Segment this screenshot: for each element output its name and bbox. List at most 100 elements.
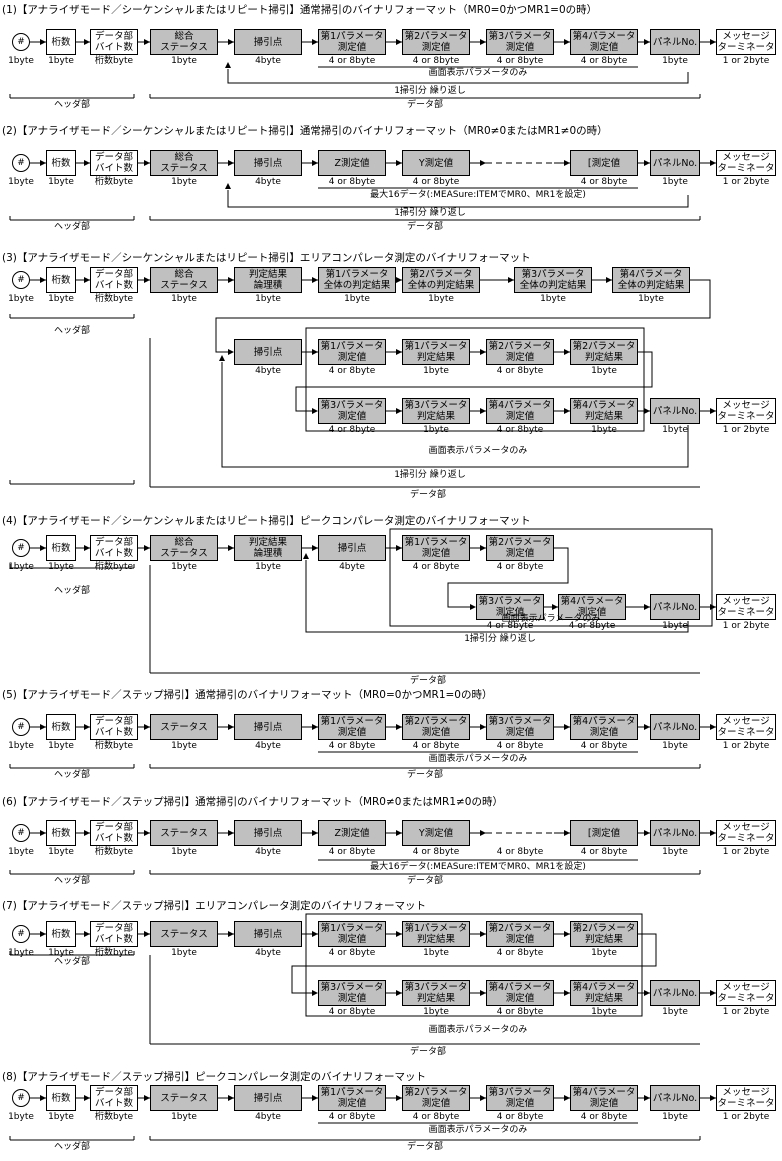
arrow-head: [480, 931, 486, 937]
arrow-head: [710, 830, 716, 836]
byte-size-label: 1byte: [48, 56, 74, 66]
data-field-box: 掃引点: [234, 1085, 302, 1111]
data-field-box: 第1パラメータ 判定結果: [402, 921, 470, 947]
arrow-head: [312, 39, 318, 45]
byte-size-label: 4 or 8byte: [412, 177, 460, 187]
byte-size-label: 4 or 8byte: [496, 366, 544, 376]
byte-size-label: 1 or 2byte: [722, 741, 770, 751]
loop-connector: [305, 560, 689, 633]
arrow-head: [144, 724, 150, 730]
arrow-head: [396, 990, 402, 996]
arrow-head: [564, 931, 570, 937]
data-field-box: 第1パラメータ 測定値: [318, 714, 386, 740]
header-field-box: データ部 バイト数: [90, 29, 138, 55]
byte-size-label: 4 or 8byte: [496, 562, 544, 572]
display-params-note: 画面表示パラメータのみ: [428, 754, 528, 764]
arrow-head: [396, 1095, 402, 1101]
header-part-label: ヘッダ部: [53, 100, 90, 110]
byte-size-label: 1 or 2byte: [722, 1007, 770, 1017]
data-field-box: パネルNo.: [650, 29, 700, 55]
byte-size-label: 1 or 2byte: [722, 621, 770, 631]
data-field-box: 第4パラメータ 全体の判定結果: [612, 267, 690, 293]
max16-note: 最大16データ(:MEASure:ITEMでMR0、MR1を設定): [370, 190, 586, 200]
data-field-box: 第1パラメータ 全体の判定結果: [318, 267, 396, 293]
byte-size-label: 1byte: [171, 948, 197, 958]
data-field-box: 第1パラメータ 測定値: [318, 339, 386, 365]
arrow-head: [710, 160, 716, 166]
byte-size-label: 4byte: [339, 562, 365, 572]
header-field-box: データ部 バイト数: [90, 150, 138, 176]
header-field-box: データ部 バイト数: [90, 267, 138, 293]
arrow-head: [312, 408, 318, 414]
arrow-head: [564, 1095, 570, 1101]
arrow-head: [508, 277, 514, 283]
header-field-box: メッセージ ターミネータ: [716, 714, 776, 740]
data-field-box: 第1パラメータ 測定値: [318, 921, 386, 947]
arrow-head: [644, 604, 650, 610]
byte-size-label: 1byte: [540, 294, 566, 304]
byte-size-label: 4 or 8byte: [580, 741, 628, 751]
arrow-head: [312, 277, 318, 283]
byte-size-label: 1byte: [638, 294, 664, 304]
data-field-box: ステータス: [150, 921, 218, 947]
byte-size-label: 4 or 8byte: [412, 56, 460, 66]
arrow-head: [84, 724, 90, 730]
header-part-label: ヘッダ部: [53, 222, 90, 232]
loop-connector: [221, 362, 689, 468]
byte-size-label: 4 or 8byte: [328, 425, 376, 435]
arrow-head: [644, 830, 650, 836]
data-field-box: 掃引点: [234, 339, 302, 365]
header-part-label: ヘッダ部: [53, 770, 90, 780]
data-field-box: 第1パラメータ 測定値: [318, 29, 386, 55]
section-title: (8)【アナライザモード／ステップ掃引】ピークコンパレータ測定のバイナリフォーマ…: [2, 1071, 426, 1083]
byte-size-label: 4byte: [255, 741, 281, 751]
arrow-head: [644, 408, 650, 414]
arrow-head: [396, 830, 402, 836]
arrow-head: [480, 545, 486, 551]
arrow-head: [644, 160, 650, 166]
arrow-head: [225, 183, 231, 189]
arrow-head: [228, 931, 234, 937]
arrow-head: [396, 160, 402, 166]
data-field-box: 総合 ステータス: [150, 29, 218, 55]
header-field-box: データ部 バイト数: [90, 921, 138, 947]
byte-size-label: 1byte: [662, 177, 688, 187]
header-part-label: ヘッダ部: [53, 876, 90, 886]
data-field-box: 第3パラメータ 測定値: [486, 1085, 554, 1111]
arrow-head: [606, 277, 612, 283]
section-title: (7)【アナライザモード／ステップ掃引】エリアコンパレータ測定のバイナリフォーマ…: [2, 900, 426, 912]
data-field-box: 第3パラメータ 判定結果: [402, 980, 470, 1006]
byte-size-label: 4 or 8byte: [496, 425, 544, 435]
loop-connector: [447, 547, 569, 608]
arrow-head: [40, 277, 46, 283]
byte-size-label: 1byte: [48, 948, 74, 958]
data-field-box: パネルNo.: [650, 820, 700, 846]
display-param-frame: [305, 913, 643, 1017]
arrow-head: [40, 545, 46, 551]
byte-size-label: 4 or 8byte: [580, 847, 628, 857]
header-part-label: ヘッダ部: [53, 1142, 90, 1152]
repeat-note: 1掃引分 繰り返し: [464, 634, 536, 644]
byte-size-label: 1byte: [344, 294, 370, 304]
byte-size-label: 4 or 8byte: [328, 1112, 376, 1122]
data-field-box: 第4パラメータ 測定値: [570, 714, 638, 740]
arrow-head: [312, 724, 318, 730]
byte-size-label: 1byte: [591, 1007, 617, 1017]
arrow-head: [480, 990, 486, 996]
data-field-box: パネルNo.: [650, 594, 700, 620]
byte-size-label: 1byte: [48, 294, 74, 304]
data-field-box: 第2パラメータ 測定値: [486, 535, 554, 561]
header-field-box: メッセージ ターミネータ: [716, 594, 776, 620]
byte-size-label: 桁数byte: [94, 948, 134, 958]
header-field-box: データ部 バイト数: [90, 714, 138, 740]
header-field-box: メッセージ ターミネータ: [716, 150, 776, 176]
data-part-label: データ部: [409, 490, 446, 500]
arrow-head: [710, 408, 716, 414]
byte-size-label: 4byte: [255, 847, 281, 857]
arrow-head: [710, 724, 716, 730]
header-field-box: 桁数: [46, 150, 76, 176]
data-part-label: データ部: [406, 876, 443, 886]
byte-size-label: 1byte: [171, 741, 197, 751]
byte-size-label: 1byte: [591, 948, 617, 958]
arrow-head: [84, 830, 90, 836]
